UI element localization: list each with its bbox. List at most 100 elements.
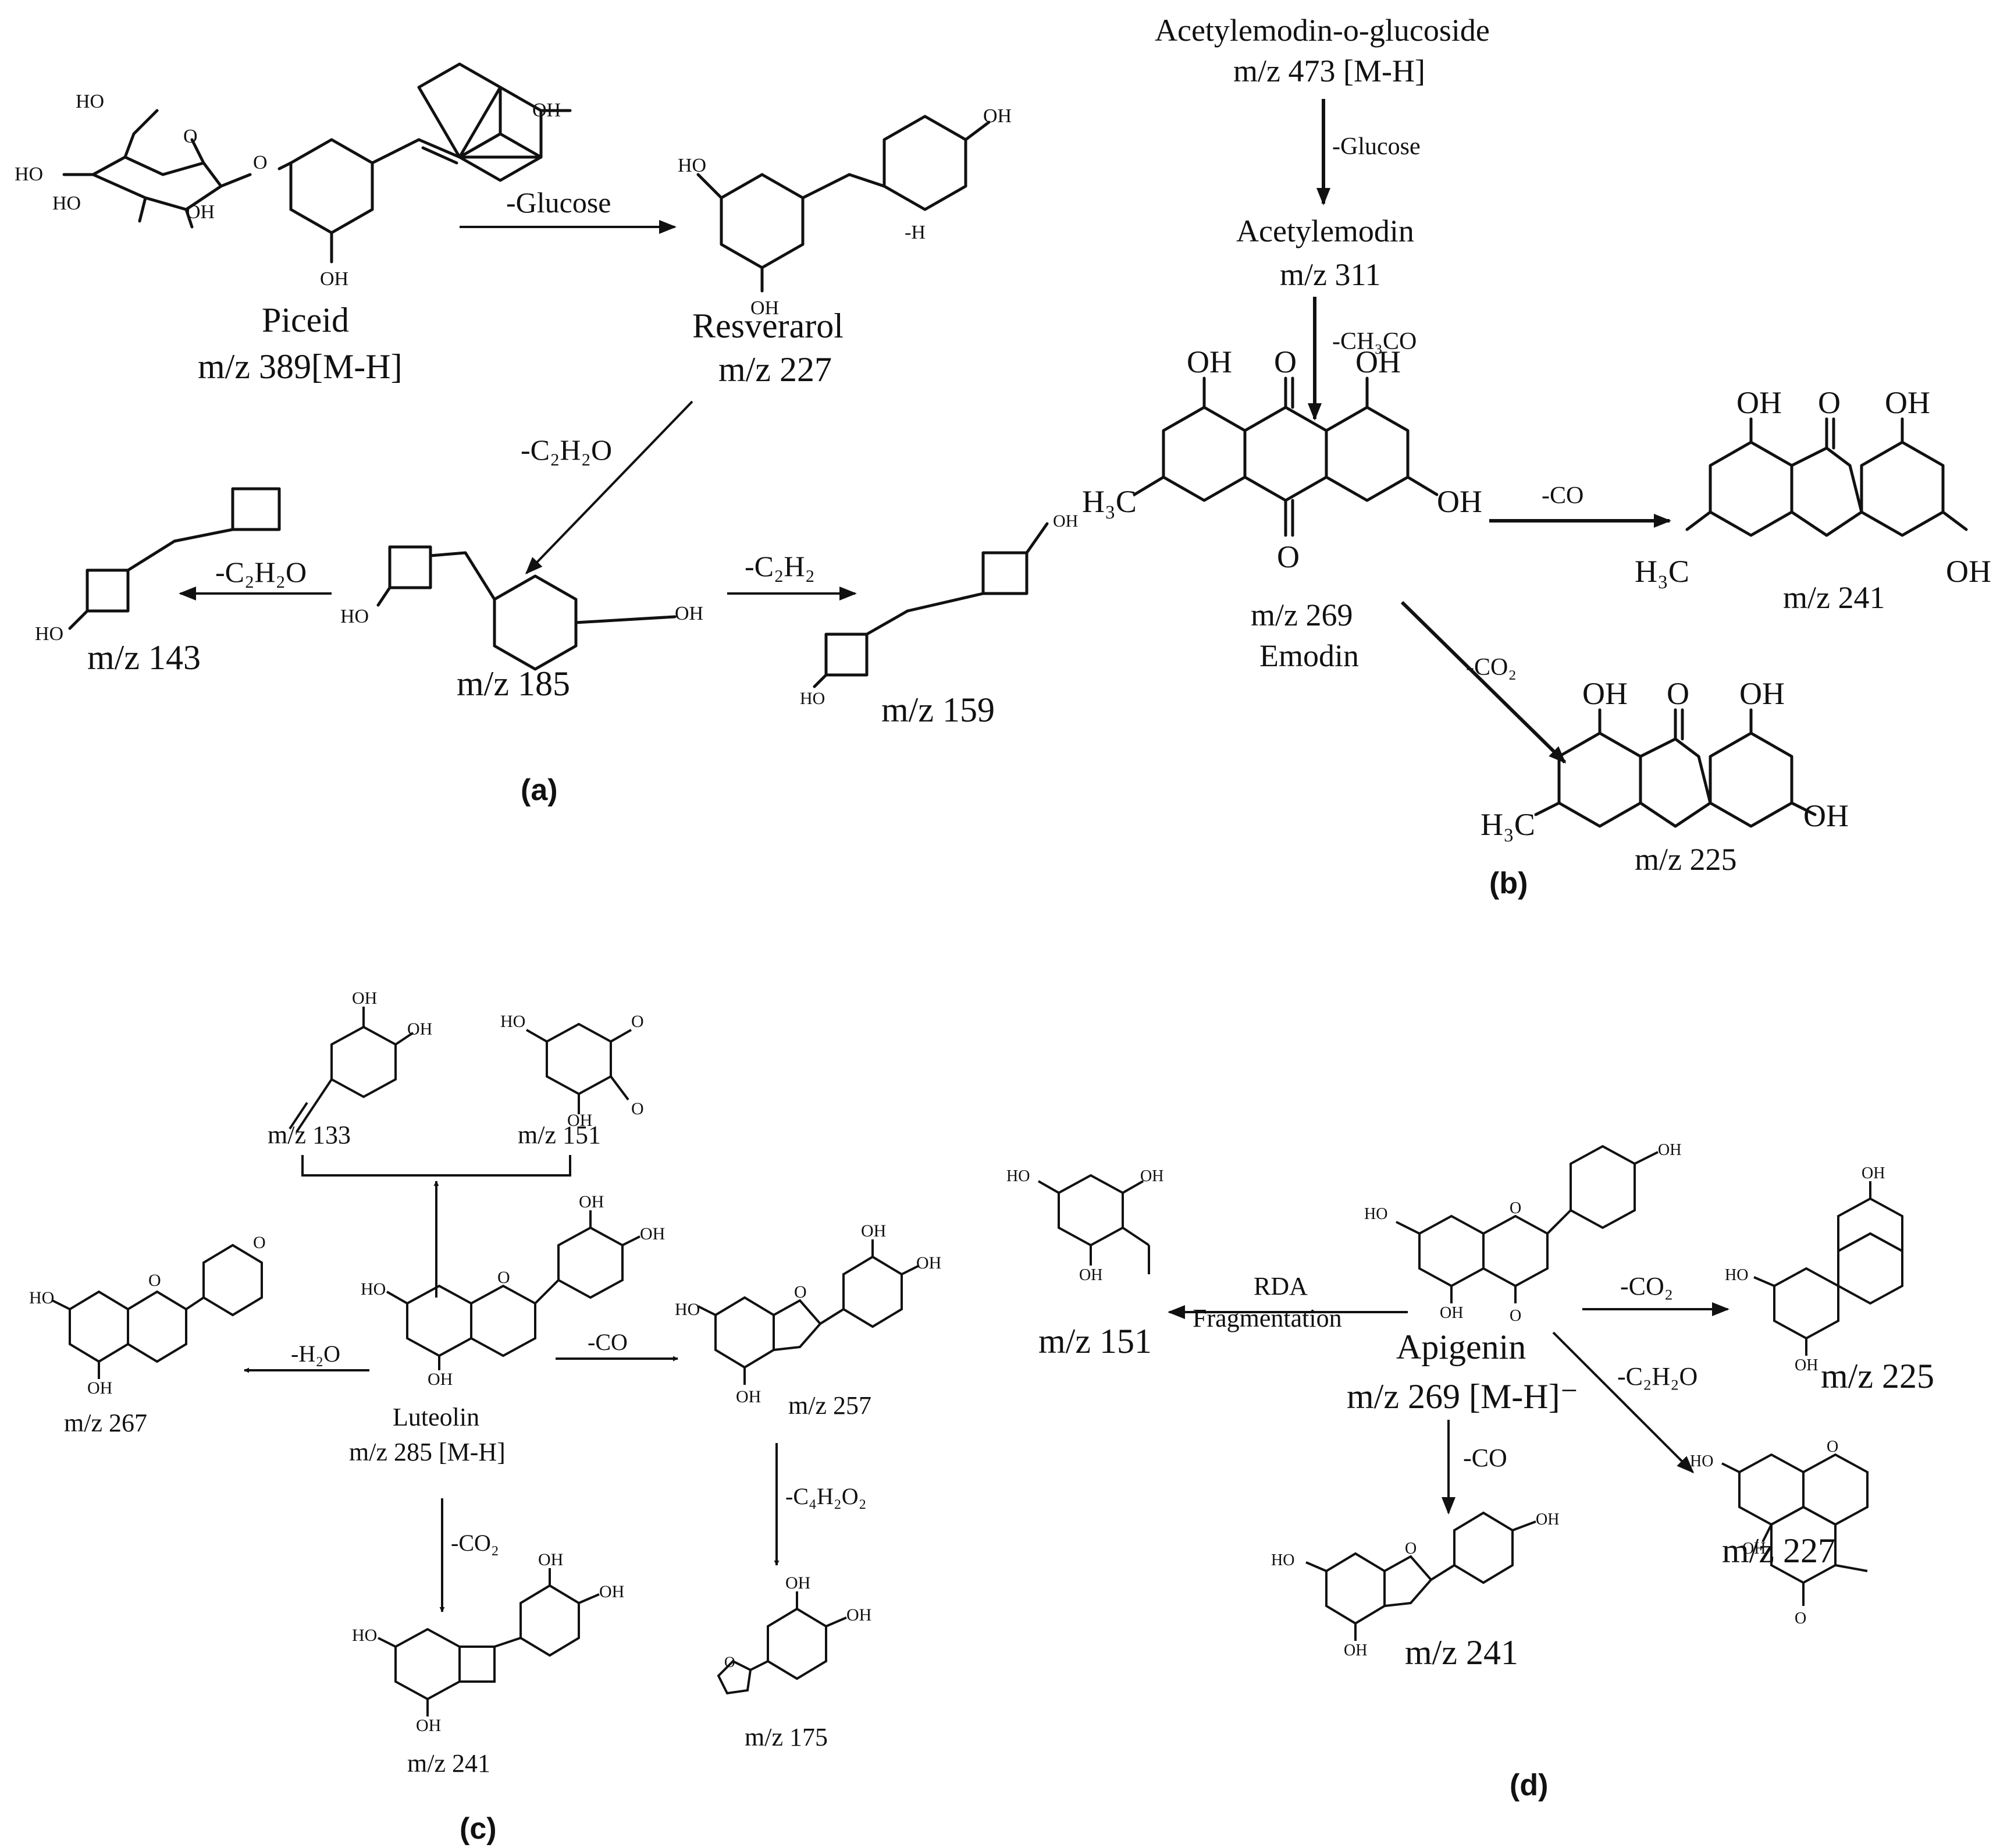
panel-a: HO HO HO OH O O OH OH Piceid m/z 389[M-H… bbox=[15, 62, 1078, 807]
label-o: O bbox=[253, 152, 268, 173]
label-oh: OH bbox=[785, 1573, 810, 1593]
panel-tag-b: (b) bbox=[1489, 866, 1528, 900]
label-ho: HO bbox=[1690, 1452, 1713, 1470]
label-oh: OH bbox=[640, 1224, 665, 1243]
piceid-mz: m/z 389[M-H] bbox=[198, 347, 403, 386]
bracket bbox=[301, 1155, 571, 1177]
arrow-label-h2o: -H₂O bbox=[291, 1341, 340, 1367]
arrow-label-glucose: -Glucose bbox=[506, 186, 611, 219]
label-o: O bbox=[1405, 1540, 1417, 1558]
arrow-label-co2-d: -CO₂ bbox=[1620, 1272, 1673, 1300]
label-oh: OH bbox=[736, 1387, 761, 1406]
acetylemodin-glucoside-name: Acetylemodin-o-glucoside bbox=[1155, 13, 1490, 48]
label-oh: OH bbox=[1187, 344, 1232, 379]
arrow-minus-co2 bbox=[1400, 600, 1567, 764]
label-o: O bbox=[497, 1268, 510, 1287]
label-oh: OH bbox=[1437, 484, 1482, 519]
label-o: O bbox=[1277, 539, 1300, 574]
label-oh: OH bbox=[428, 1370, 453, 1389]
label-oh: OH bbox=[87, 1378, 112, 1398]
label-oh: OH bbox=[675, 603, 703, 624]
mz257-structure: O HO OH OH OH bbox=[675, 1221, 941, 1406]
resveratrol-mz: m/z 227 bbox=[718, 350, 832, 389]
label-ho: HO bbox=[352, 1626, 377, 1645]
label-oh: OH bbox=[1739, 676, 1785, 711]
label-o: O bbox=[1827, 1438, 1838, 1456]
label-o: O bbox=[794, 1282, 807, 1302]
label-oh: OH bbox=[1658, 1141, 1681, 1159]
acetylemodin-mz: m/z 311 bbox=[1280, 257, 1380, 292]
panel-tag-a: (a) bbox=[521, 773, 558, 807]
resveratrol-structure: HO OH OH -H bbox=[678, 105, 1012, 319]
label-ho: HO bbox=[675, 1300, 700, 1319]
mz185-label: m/z 185 bbox=[457, 664, 570, 703]
label-o: O bbox=[631, 1012, 644, 1031]
label-h3c: H₃C bbox=[1082, 484, 1137, 519]
label-minus-h: -H bbox=[905, 222, 926, 243]
arrow-label-glucose-b: -Glucose bbox=[1332, 133, 1421, 160]
label-ho: HO bbox=[15, 164, 43, 185]
luteolin-structure: O HO OH OH OH bbox=[361, 1192, 665, 1389]
label-oh: OH bbox=[1946, 554, 1991, 589]
panel-tag-d: (d) bbox=[1510, 1768, 1548, 1802]
label-oh: OH bbox=[1582, 676, 1628, 711]
mz159-structure: OH HO bbox=[800, 511, 1078, 708]
label-oh: OH bbox=[532, 99, 561, 121]
mz133-structure: OH OH bbox=[289, 989, 432, 1133]
arrow-label-co-d: -CO bbox=[1463, 1444, 1507, 1472]
label-o: O bbox=[724, 1654, 735, 1671]
arrow-label-co2: -CO₂ bbox=[1466, 654, 1517, 681]
label-o: O bbox=[148, 1271, 161, 1290]
mz143-structure: HO bbox=[35, 487, 281, 645]
arrow-label-c2h2: -C₂H₂ bbox=[745, 550, 815, 582]
label-oh: OH bbox=[1079, 1266, 1102, 1284]
label-oh: OH bbox=[579, 1192, 604, 1211]
label-ho: HO bbox=[340, 606, 369, 627]
label-ho: HO bbox=[500, 1012, 525, 1031]
acetylemodin-glucoside-mz: m/z 473 [M-H] bbox=[1233, 54, 1425, 88]
panel-tag-c: (c) bbox=[460, 1812, 497, 1846]
label-oh: OH bbox=[1440, 1304, 1463, 1322]
mz159-label: m/z 159 bbox=[881, 691, 995, 729]
label-oh: OH bbox=[320, 268, 348, 290]
label-oh: OH bbox=[1862, 1164, 1885, 1182]
arrow-label-co2-c: -CO₂ bbox=[451, 1530, 499, 1556]
label-ho: HO bbox=[1271, 1551, 1294, 1569]
label-oh: OH bbox=[1344, 1641, 1367, 1659]
emodin-name: Emodin bbox=[1259, 638, 1359, 673]
label-ho: HO bbox=[361, 1280, 386, 1299]
arrow-minus-c2h2o-d bbox=[1552, 1331, 1695, 1474]
mz267-label: m/z 267 bbox=[64, 1409, 147, 1437]
mz257-label: m/z 257 bbox=[788, 1391, 871, 1420]
emodin-mz: m/z 269 bbox=[1251, 598, 1353, 632]
piceid-structure: HO HO HO OH O O OH OH bbox=[15, 62, 572, 290]
label-oh: OH bbox=[1053, 511, 1078, 531]
arrow-label-c2h2o-d: -C₂H₂O bbox=[1617, 1362, 1697, 1391]
mz225-structure-b: OH O OH H₃C OH bbox=[1481, 676, 1849, 842]
label-ho: HO bbox=[800, 689, 825, 708]
label-oh: OH bbox=[983, 105, 1012, 127]
mz241-structure-d: O HO OH OH bbox=[1271, 1511, 1559, 1659]
resveratrol-name: Resverarol bbox=[692, 307, 844, 345]
acetylemodin-name: Acetylemodin bbox=[1236, 214, 1414, 248]
label-ho: HO bbox=[29, 1288, 54, 1307]
panel-b: Acetylemodin-o-glucoside m/z 473 [M-H] -… bbox=[1082, 13, 1991, 900]
mz225-label-d: m/z 225 bbox=[1821, 1357, 1934, 1395]
apigenin-name: Apigenin bbox=[1396, 1328, 1526, 1366]
label-o: O bbox=[1795, 1609, 1806, 1627]
label-oh: OH bbox=[861, 1221, 886, 1241]
mz227-label-d: m/z 227 bbox=[1722, 1531, 1835, 1570]
mz267-structure: O O HO OH bbox=[29, 1233, 266, 1398]
mz241-structure-c: HO OH OH OH bbox=[352, 1550, 624, 1735]
arrow-label-c2h2o: -C₂H₂O bbox=[215, 556, 307, 588]
rda-label-line1: RDA bbox=[1254, 1272, 1308, 1300]
arrow-label-ch3co: -CH₃CO bbox=[1332, 328, 1417, 355]
label-oh: OH bbox=[567, 1111, 592, 1130]
label-oh: OH bbox=[846, 1605, 871, 1625]
label-oh: OH bbox=[1795, 1356, 1818, 1374]
label-ho: HO bbox=[76, 91, 104, 112]
label-oh: OH bbox=[599, 1582, 624, 1601]
label-oh: OH bbox=[1742, 1540, 1766, 1558]
arrow-label-co: -CO bbox=[1542, 482, 1583, 509]
